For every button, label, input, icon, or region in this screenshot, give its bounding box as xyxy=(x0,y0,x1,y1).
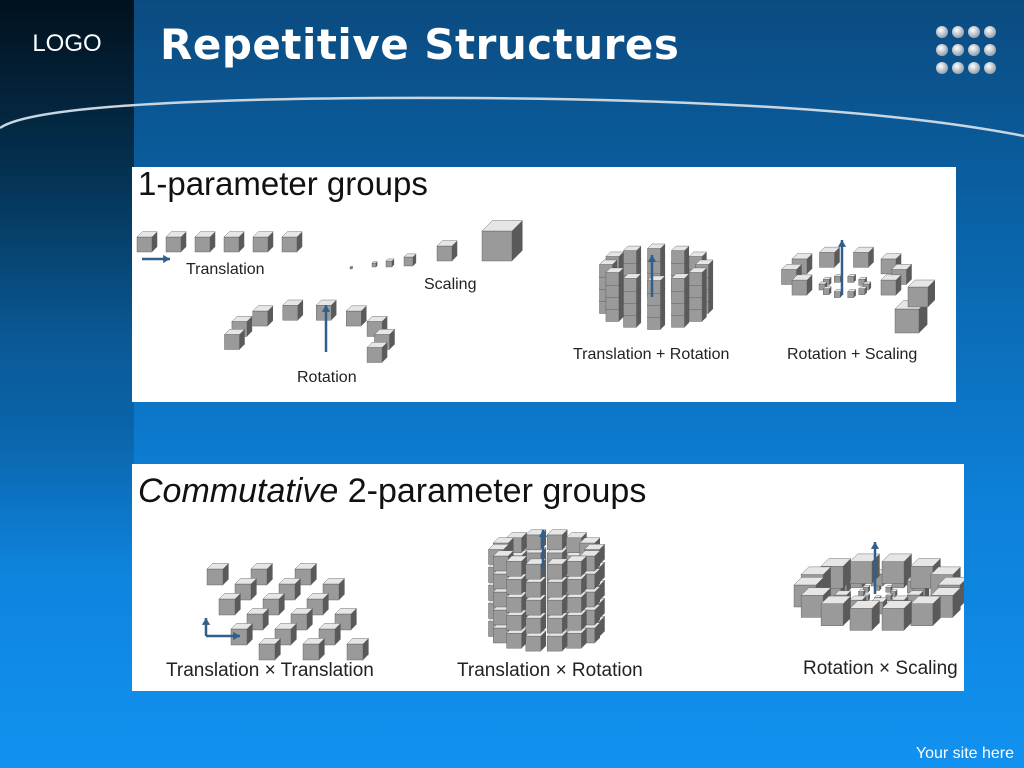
cube xyxy=(136,231,158,253)
cube xyxy=(481,220,523,262)
cube xyxy=(862,585,871,593)
label-translation-rotation: Translation × Rotation xyxy=(457,660,643,681)
cube xyxy=(546,576,568,598)
arrow-head xyxy=(233,631,240,641)
two-parameter-groups-figure: Commutative 2-parameter groups Translati… xyxy=(132,464,964,691)
label-translation-rotation: Translation + Rotation xyxy=(573,346,730,363)
cube xyxy=(366,342,388,363)
cube xyxy=(605,267,624,286)
cube xyxy=(885,593,894,601)
cube xyxy=(853,246,875,268)
cube xyxy=(671,273,690,292)
cube xyxy=(849,600,881,631)
cube xyxy=(506,627,528,649)
panel-title: Commutative 2-parameter groups xyxy=(138,472,646,511)
label-translation-translation: Translation × Translation xyxy=(166,660,374,681)
cube xyxy=(546,529,568,551)
arrow-head xyxy=(647,255,657,262)
slide-title: Repetitive Structures xyxy=(160,20,680,69)
cube xyxy=(907,279,936,308)
cube xyxy=(371,261,378,268)
cube xyxy=(847,274,857,283)
cube xyxy=(436,240,458,262)
one-parameter-groups-figure: 1-parameter groups Translation Scaling R… xyxy=(132,167,956,402)
cube xyxy=(506,609,528,631)
cube xyxy=(546,594,568,616)
title-rest: 2-parameter groups xyxy=(338,472,647,510)
cube xyxy=(881,600,913,631)
label-scaling: Scaling xyxy=(424,276,477,293)
cube xyxy=(281,231,303,253)
arrow-head xyxy=(163,254,170,264)
cube xyxy=(206,563,230,586)
cube xyxy=(647,243,666,262)
cube xyxy=(345,305,367,327)
cube xyxy=(194,231,216,253)
cube xyxy=(525,630,547,652)
label-rotation-scaling: Rotation × Scaling xyxy=(803,658,958,679)
cube xyxy=(820,595,852,626)
cube xyxy=(525,612,547,634)
two-parameter-illustration xyxy=(201,529,964,661)
cube xyxy=(525,576,547,598)
cube xyxy=(282,299,304,321)
cube xyxy=(565,609,588,631)
cube xyxy=(252,305,274,327)
arrow-head xyxy=(870,542,880,549)
cube xyxy=(334,608,358,631)
label-rotation: Rotation xyxy=(297,369,357,386)
cube xyxy=(506,555,528,577)
cube xyxy=(224,329,246,350)
cube xyxy=(506,591,528,613)
cube xyxy=(688,267,708,286)
cube xyxy=(258,638,282,661)
one-parameter-illustration xyxy=(136,220,936,363)
cube xyxy=(881,553,913,584)
cube xyxy=(506,573,528,595)
arrow-head xyxy=(538,530,548,537)
dot-grid-icon xyxy=(936,26,996,74)
cube xyxy=(346,638,370,661)
arrow-head xyxy=(837,240,847,247)
cube xyxy=(623,273,642,292)
cube xyxy=(546,558,568,580)
cube xyxy=(223,231,245,253)
footer-site: Your site here xyxy=(915,745,1014,762)
cube xyxy=(822,286,832,295)
cube xyxy=(791,274,813,296)
cube xyxy=(218,593,242,616)
cube xyxy=(819,246,841,268)
cube xyxy=(847,289,857,298)
title-italic: Commutative xyxy=(138,472,339,510)
cube xyxy=(671,245,690,264)
cube xyxy=(858,276,868,286)
cube xyxy=(546,630,568,652)
label-rotation-scaling: Rotation + Scaling xyxy=(787,346,918,363)
cube xyxy=(565,591,588,613)
cube xyxy=(165,231,187,253)
cube xyxy=(385,258,395,268)
label-translation: Translation xyxy=(186,261,265,278)
cube xyxy=(647,275,666,294)
logo: LOGO xyxy=(32,30,102,57)
header-arc xyxy=(0,96,1024,138)
cube xyxy=(858,286,868,295)
cube xyxy=(349,266,354,270)
cube xyxy=(302,638,326,661)
cube xyxy=(403,253,417,267)
cube xyxy=(910,595,942,626)
cube xyxy=(234,578,258,601)
left-sidebar xyxy=(0,0,134,768)
cube xyxy=(525,594,547,616)
cube xyxy=(252,231,274,253)
cube xyxy=(880,274,902,296)
arrow-head xyxy=(201,618,211,625)
arrow-head xyxy=(321,305,331,312)
cube xyxy=(565,627,588,649)
cube xyxy=(623,245,642,264)
cube xyxy=(565,555,588,577)
panel-title: 1-parameter groups xyxy=(138,167,428,202)
cube xyxy=(565,573,588,595)
cube xyxy=(546,612,568,634)
